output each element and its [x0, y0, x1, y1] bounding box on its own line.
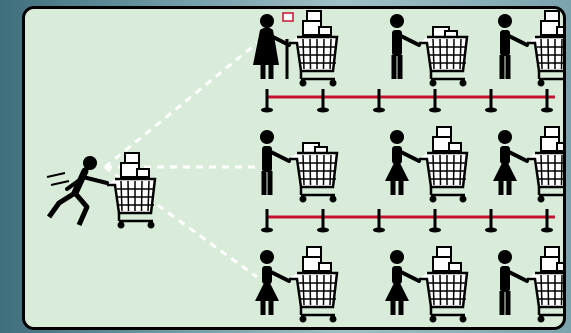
shopping-cart	[419, 126, 469, 203]
shopping-cart	[527, 246, 563, 323]
shopper-elderly-woman-with-cane-1-1	[253, 10, 339, 87]
shopper-woman-with-cart-2-3	[493, 126, 563, 203]
shopping-cart	[527, 10, 563, 87]
shopping-cart	[107, 152, 157, 229]
shopper-woman-with-cart-2-2	[385, 126, 469, 203]
queue-barrier-1	[261, 89, 555, 113]
shopping-cart	[419, 246, 469, 323]
sight-line-1	[104, 41, 258, 169]
shopping-cart	[419, 26, 469, 87]
shopping-cart	[289, 10, 339, 87]
shopping-cart	[289, 142, 339, 203]
queue-barrier-2	[261, 209, 555, 233]
checkout-queues-illustration	[22, 6, 566, 330]
shopping-cart	[289, 246, 339, 323]
running-man-icon	[46, 152, 157, 229]
shopper-man-with-cart-1-2	[390, 14, 469, 87]
shopping-cart	[527, 126, 563, 203]
illustration-canvas	[46, 10, 563, 323]
shopper-man-with-cart-2-1	[260, 130, 339, 203]
shopper-woman-with-cart-3-2	[385, 246, 469, 323]
shopper-man-with-cart-1-3	[498, 10, 563, 87]
shopper-woman-with-cart-3-1	[255, 246, 339, 323]
shopper-man-with-cart-3-3	[498, 246, 563, 323]
